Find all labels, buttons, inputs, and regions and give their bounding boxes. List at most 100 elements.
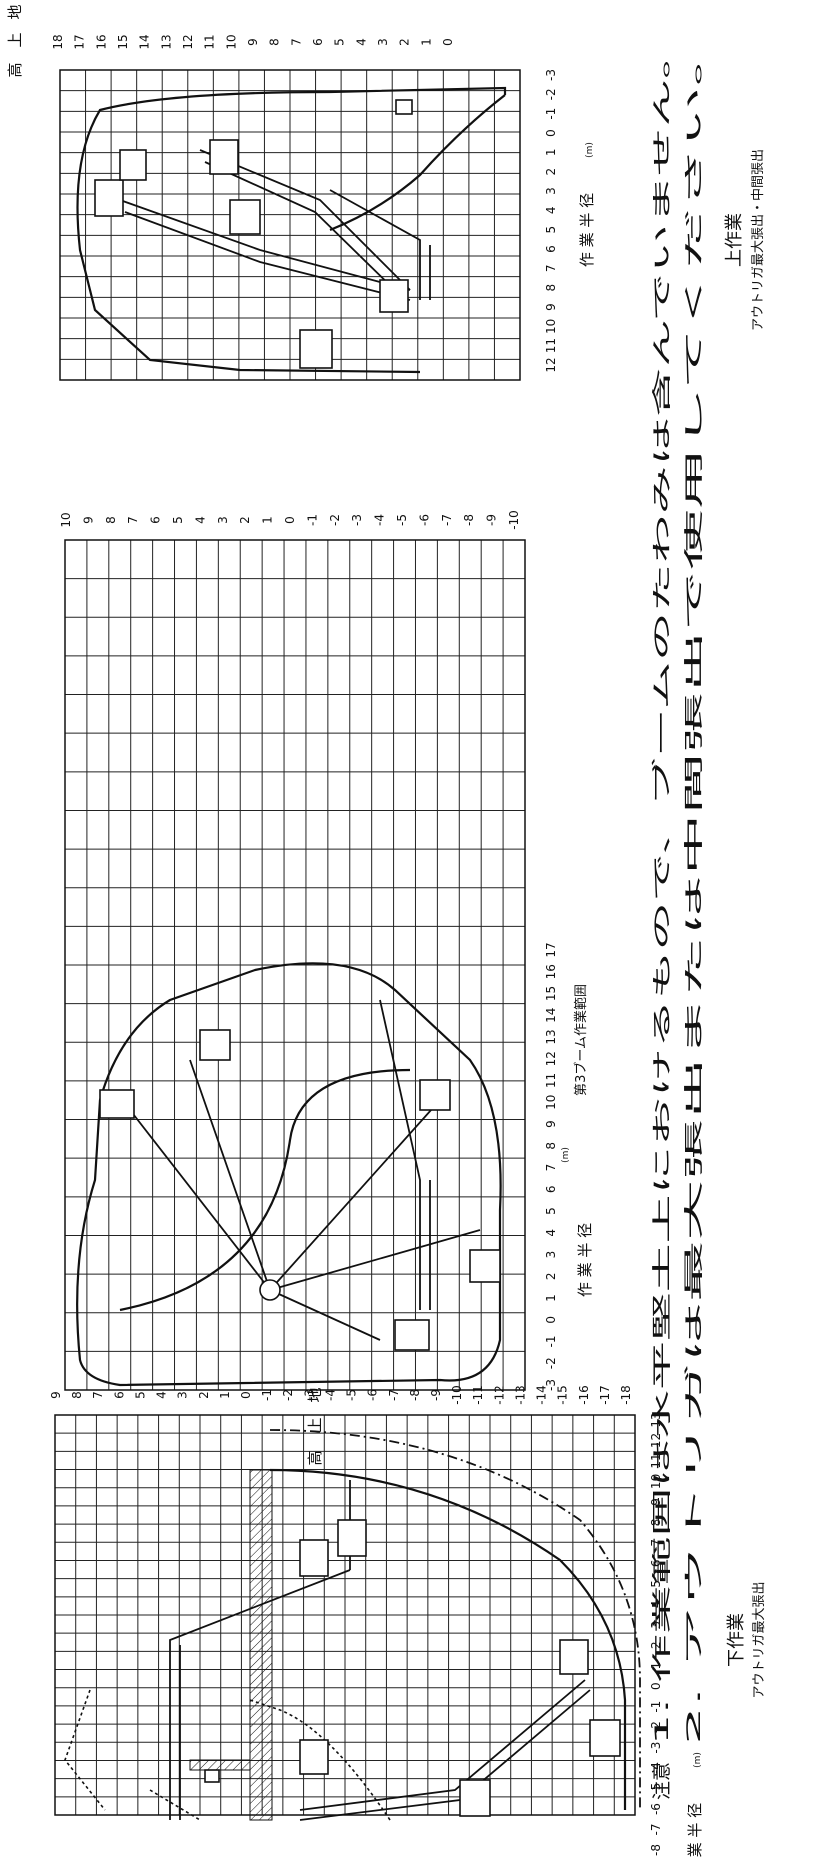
panel-mid-frame (64, 539, 526, 1391)
panel-top-height-tick-label: 8 (268, 38, 282, 46)
panel-mid-boom-up (379, 999, 431, 1310)
panel-mid-outer-envelope (76, 962, 502, 1387)
panel-top-envelope (76, 86, 507, 374)
panel-bottom-height-tick-label: -12 (492, 1385, 506, 1405)
panel-mid-radius-tick-label: -1 (544, 1336, 558, 1348)
panel-top-height-label-2: 上 (6, 32, 24, 47)
panel-bottom-height-label-3: 高 (306, 1450, 324, 1465)
panel-bottom-radius-tick-label: -7 (649, 1824, 663, 1836)
panel-top-titles: 上作業 アウトリガ最大張出・中間張出 (724, 149, 766, 331)
panel-mid-radius-tick-label: 1 (544, 1294, 558, 1302)
panel-top-bucket-5 (299, 329, 333, 369)
panel-mid-radius-tick-label: 8 (544, 1142, 558, 1150)
panel-bottom-height-label-1: 地 (306, 1387, 324, 1402)
panel-bottom-height-tick-label: -5 (345, 1389, 359, 1401)
panel-bottom-radius-tick-label: 5 (649, 1580, 663, 1588)
panel-bottom-height-tick-label: -3 (302, 1389, 316, 1401)
panel-top-radius-tick-label: 10 (544, 319, 558, 334)
panel-top-radius-tick-label: 4 (544, 207, 558, 215)
panel-mid-axis-labels: 作 業 半 径 (m) (561, 1147, 594, 1297)
panel-bottom-bucket-1 (299, 1539, 329, 1577)
panel-mid-envelope (76, 962, 502, 1387)
panel-bottom-radius-tick-label: 11 (649, 1453, 663, 1468)
notes-line-1: 1. 作業範囲は水平堅土上におけるもので、ブームのたわみは含んでいません。 (650, 30, 673, 1745)
panel-mid-radius-tick-label: 5 (544, 1207, 558, 1215)
panel-top-height-tick-label: 0 (441, 38, 455, 46)
panel-mid-height-tick-label: 7 (126, 516, 140, 524)
panel-bottom-bucket-2 (337, 1519, 367, 1557)
panel-top-radius-tick-label: -1 (544, 108, 558, 120)
panel-bottom-radius-tick-label: 1 (649, 1662, 663, 1670)
panel-bottom-radius-unit: (m) (693, 1752, 703, 1768)
panel-mid-radius-tick-label: 3 (544, 1251, 558, 1259)
panel-top-height-tick-label: 3 (376, 38, 390, 46)
panel-mid-radius-tick-label: 14 (544, 1008, 558, 1023)
panel-top-radius-tick-label: 8 (544, 284, 558, 292)
panel-top-title: 上作業 (724, 213, 745, 267)
panel-bottom-subtitle: アウトリガ最大張出 (752, 1581, 767, 1698)
panel-mid-radius-tick-label: 13 (544, 1029, 558, 1044)
panel-bottom-height-tick-label: 8 (70, 1391, 84, 1399)
panel-mid-inner-arc (119, 1068, 411, 1312)
panel-top-height-label-1: 地 (6, 4, 24, 19)
panel-mid-height-tick-label: 3 (216, 516, 230, 524)
panel-mid-bucket-4 (469, 1249, 501, 1283)
panel-mid-radius-tick-label: -2 (544, 1357, 558, 1369)
panel-top-radius-tick-label: 1 (544, 149, 558, 157)
panel-bottom-height-tick-label: -1 (260, 1389, 274, 1401)
panel-mid-radius-unit: (m) (561, 1147, 571, 1163)
panel-mid-radius-tick-label: 6 (544, 1185, 558, 1193)
panel-bottom-height-tick-label: -2 (281, 1389, 295, 1401)
panel-top-height-tick-label: 4 (354, 38, 368, 46)
panel-top-height-tick-label: 13 (159, 34, 173, 49)
panel-mid-bucket-3 (419, 1079, 451, 1111)
panel-bottom-height-tick-label: 9 (49, 1391, 63, 1399)
panel-top-height-tick-label: 2 (398, 38, 412, 46)
panel-bottom-height-tick-label: -17 (598, 1385, 612, 1405)
panel-bottom-height-tick-label: -9 (429, 1389, 443, 1401)
panel-mid-radius-tick-label: 15 (544, 986, 558, 1001)
panel-bottom-radius-tick-label: 4 (649, 1600, 663, 1608)
panel-mid-height-tick-label: -6 (417, 514, 431, 526)
panel-bottom-work-envelope (269, 1468, 627, 1810)
panel-top-radius-tick-label: 11 (544, 338, 558, 353)
panel-bottom-height-tick-label: 7 (91, 1391, 105, 1399)
panel-mid-height-tick-label: -1 (305, 514, 319, 526)
panel-bottom-height-tick-label: -18 (619, 1385, 633, 1405)
panel-bottom-height-tick-label: 4 (155, 1391, 169, 1399)
panel-mid-radius-tick-label: 17 (544, 942, 558, 957)
panel-mid-height-tick-label: -10 (507, 510, 521, 530)
panel-bottom-radius-tick-label: -1 (649, 1701, 663, 1713)
panel-bottom-radius-tick-label: 13 (649, 1412, 663, 1427)
panel-bottom-radius-tick-label: 12 (649, 1433, 663, 1448)
panel-mid-bucket-5 (394, 1319, 430, 1351)
panel-mid-height-tick-label: -5 (395, 514, 409, 526)
panel-mid-height-tick-label: -9 (485, 514, 499, 526)
panel-top-bucket-4 (229, 199, 261, 235)
panel-mid-height-tick-label: 5 (171, 516, 185, 524)
panel-bottom-radius-tick-label: 0 (649, 1682, 663, 1690)
panel-bottom-radius-tick-label: -8 (649, 1844, 663, 1856)
panel-bottom-height-tick-label: 3 (176, 1391, 190, 1399)
panel-bottom-radius-tick-label: 7 (649, 1539, 663, 1547)
panel-top-height-label-3: 高 (6, 62, 24, 77)
panel-bottom-radius-tick-label: 8 (649, 1519, 663, 1527)
panel-top-height-tick-label: 5 (333, 38, 347, 46)
panel-bottom-radius-tick-label: -6 (649, 1803, 663, 1815)
panel-bottom-bucket-5 (559, 1639, 589, 1675)
notes-line-2: 2. アウトリガは最大張出または中間張出で使用してください。 (683, 25, 705, 1745)
panel-mid-radius-tick-label: 0 (544, 1316, 558, 1324)
panel-bottom-grid (55, 1415, 635, 1815)
panel-bottom-radius-tick-label: -4 (649, 1762, 663, 1774)
panel-mid-height-tick-label: -3 (350, 514, 364, 526)
panel-mid-height-tick-label: 4 (193, 516, 207, 524)
panel-top-subtitle: アウトリガ最大張出・中間張出 (751, 149, 766, 331)
panel-top-radius-tick-label: 7 (544, 265, 558, 273)
panel-top-axis-labels: 作 業 半 径 (m) 地 上 高 (6, 4, 596, 267)
panel-top-height-tick-label: 9 (246, 38, 260, 46)
panel-bottom-dotted-envelope (64, 1689, 391, 1821)
